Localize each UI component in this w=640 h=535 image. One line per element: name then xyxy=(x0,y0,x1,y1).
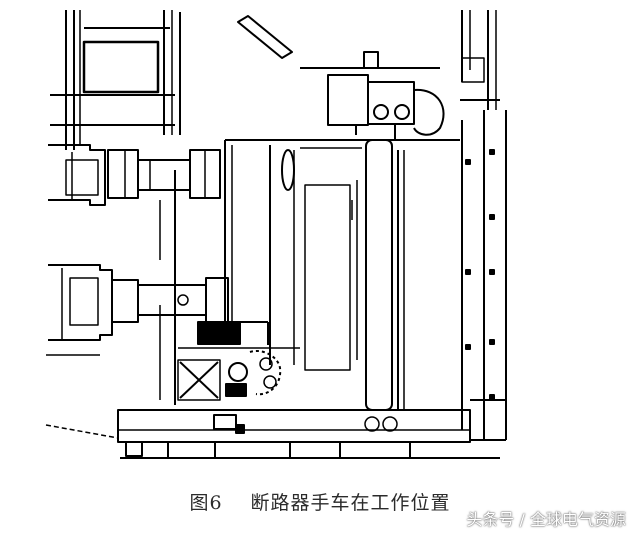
source-watermark: 头条号 / 全球电气资源 xyxy=(466,510,626,529)
figure-caption: 图6 断路器手车在工作位置 xyxy=(0,488,640,515)
figure-number: 图6 xyxy=(189,492,223,514)
top-mechanism xyxy=(225,15,460,141)
right-cabinet-wall xyxy=(460,10,507,440)
linkage-mechanism xyxy=(177,350,282,401)
switchgear-line-drawing xyxy=(45,10,507,459)
left-frame xyxy=(50,10,181,405)
figure-title: 断路器手车在工作位置 xyxy=(250,492,451,514)
upper-contact-arm xyxy=(48,144,221,206)
breaker-body xyxy=(178,140,362,371)
vertical-column xyxy=(365,139,405,411)
floor-rail xyxy=(45,399,506,459)
